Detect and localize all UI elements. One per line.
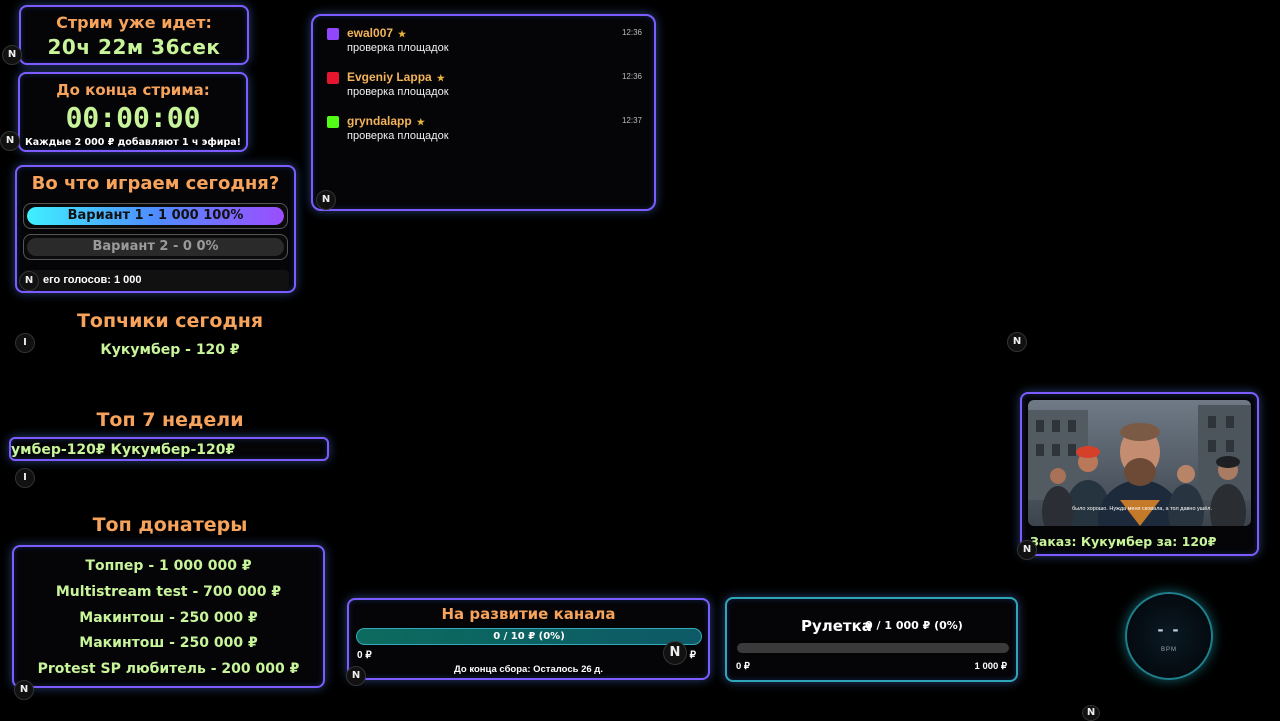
roulette-max: 1 000 ₽: [974, 661, 1007, 672]
widget-i-icon: I: [15, 468, 35, 488]
video-player[interactable]: было хорошо. Нужда меня сковала, а тол д…: [1028, 400, 1251, 526]
widget-n-icon: N: [1017, 540, 1037, 560]
chat-message: gryndalapp★ 12:37 проверка площадок: [327, 114, 642, 154]
top-donors-title: Топ донатеры: [92, 514, 248, 536]
order-caption: Заказ: Кукумбер за: 120₽: [1030, 534, 1217, 549]
widget-n-icon: N: [14, 680, 34, 700]
top-week-ticker-text: умбер-120₽ Кукумбер-120₽: [11, 442, 236, 458]
roulette-widget: Рулетка 0 / 1 000 ₽ (0%) 0 ₽ 1 000 ₽: [725, 597, 1018, 682]
poll-widget: Во что играем сегодня? Вариант 1 - 1 000…: [15, 165, 296, 293]
roulette-title: Рулетка: [801, 617, 872, 635]
stream-countdown-widget: До конца стрима: 00:00:00 Каждые 2 000 ₽…: [18, 72, 248, 152]
top-week-ticker: умбер-120₽ Кукумбер-120₽: [9, 437, 329, 461]
donor-item: Protest SP любитель - 200 000 ₽: [37, 661, 300, 678]
top-week-title: Топ 7 недели: [96, 409, 244, 431]
widget-n-icon: N: [316, 190, 336, 210]
donor-item: Топпер - 1 000 000 ₽: [85, 558, 252, 574]
donor-item: Макинтош - 250 000 ₽: [79, 609, 258, 626]
chat-text: проверка площадок: [347, 86, 449, 98]
kick-icon: [327, 116, 339, 128]
chat-username: Evgeniy Lappa★: [347, 70, 445, 84]
star-icon: ★: [398, 29, 407, 39]
widget-n-icon: N: [19, 271, 39, 291]
countdown-note: Каждые 2 000 ₽ добавляют 1 ч эфира!: [25, 137, 241, 148]
bpm-value: - -: [1157, 619, 1181, 639]
poll-option-1[interactable]: Вариант 1 - 1 000 100%: [23, 203, 288, 229]
twitch-icon: [327, 28, 339, 40]
star-icon: ★: [436, 73, 445, 83]
donor-item: Multistream test - 700 000 ₽: [55, 583, 282, 600]
top-today-title: Топчики сегодня: [76, 310, 264, 332]
widget-n-icon: N: [1082, 705, 1100, 721]
youtube-icon: [327, 72, 339, 84]
countdown-label: До конца стрима:: [56, 81, 210, 99]
widget-n-icon: N: [1007, 332, 1027, 352]
poll-total: его голосов: 1 000: [23, 270, 289, 290]
chat-time: 12:36: [621, 72, 642, 81]
goal-remaining: До конца сбора: Осталось 26 д.: [454, 664, 603, 675]
donation-goal-widget: На развитие канала 0 / 10 ₽ (0%) 0 ₽ 10 …: [346, 598, 710, 686]
widget-n-icon: N: [663, 641, 687, 665]
chat-username: ewal007★: [347, 26, 407, 40]
roulette-min: 0 ₽: [736, 661, 750, 672]
chat-message: ewal007★ 12:36 проверка площадок: [327, 26, 642, 66]
chat-widget: ewal007★ 12:36 проверка площадок Evgeniy…: [311, 14, 656, 211]
goal-progress-bar: 0 / 10 ₽ (0%): [356, 628, 702, 645]
poll-option-2[interactable]: Вариант 2 - 0 0%: [23, 234, 288, 260]
roulette-progress-bar: [737, 643, 1009, 653]
goal-min: 0 ₽: [357, 650, 372, 661]
poll-option-label: Вариант 2 - 0 0%: [92, 239, 219, 254]
top-donors-list: Топпер - 1 000 000 ₽ Multistream test - …: [12, 545, 325, 700]
widget-n-icon: N: [2, 45, 22, 65]
chat-time: 12:37: [621, 116, 642, 125]
bpm-label: BPM: [1160, 647, 1177, 653]
video-subtitle: было хорошо. Нужда меня сковала, а тол д…: [1072, 506, 1213, 512]
stream-elapsed-value: 20ч 22м 36сек: [47, 35, 221, 59]
donor-item: Макинтош - 250 000 ₽: [79, 635, 258, 652]
goal-progress-text: 0 / 10 ₽ (0%): [493, 631, 565, 642]
widget-i-icon: I: [15, 333, 35, 353]
chat-username: gryndalapp★: [347, 114, 425, 128]
media-order-widget: было хорошо. Нужда меня сковала, а тол д…: [1017, 392, 1259, 560]
video-frame: [1028, 400, 1251, 526]
poll-option-label: Вариант 1 - 1 000 100%: [67, 208, 244, 223]
poll-option-fill: [27, 207, 284, 225]
roulette-progress-text: 0 / 1 000 ₽ (0%): [865, 619, 963, 632]
stream-elapsed-label: Стрим уже идет:: [56, 13, 212, 32]
goal-title: На развитие канала: [441, 605, 616, 623]
widget-n-icon: N: [346, 666, 366, 686]
stream-elapsed-widget: Стрим уже идет: 20ч 22м 36сек: [19, 5, 249, 65]
poll-title: Во что играем сегодня?: [31, 173, 280, 194]
widget-n-icon: N: [0, 131, 20, 151]
heart-rate-widget: - - BPM: [1125, 592, 1213, 680]
countdown-value: 00:00:00: [65, 101, 201, 134]
chat-message: Evgeniy Lappa★ 12:36 проверка площадок: [327, 70, 642, 110]
chat-time: 12:36: [621, 28, 642, 37]
star-icon: ★: [416, 117, 425, 127]
chat-text: проверка площадок: [347, 130, 449, 142]
chat-text: проверка площадок: [347, 42, 449, 54]
top-today-item: Кукумбер - 120 ₽: [100, 342, 240, 358]
